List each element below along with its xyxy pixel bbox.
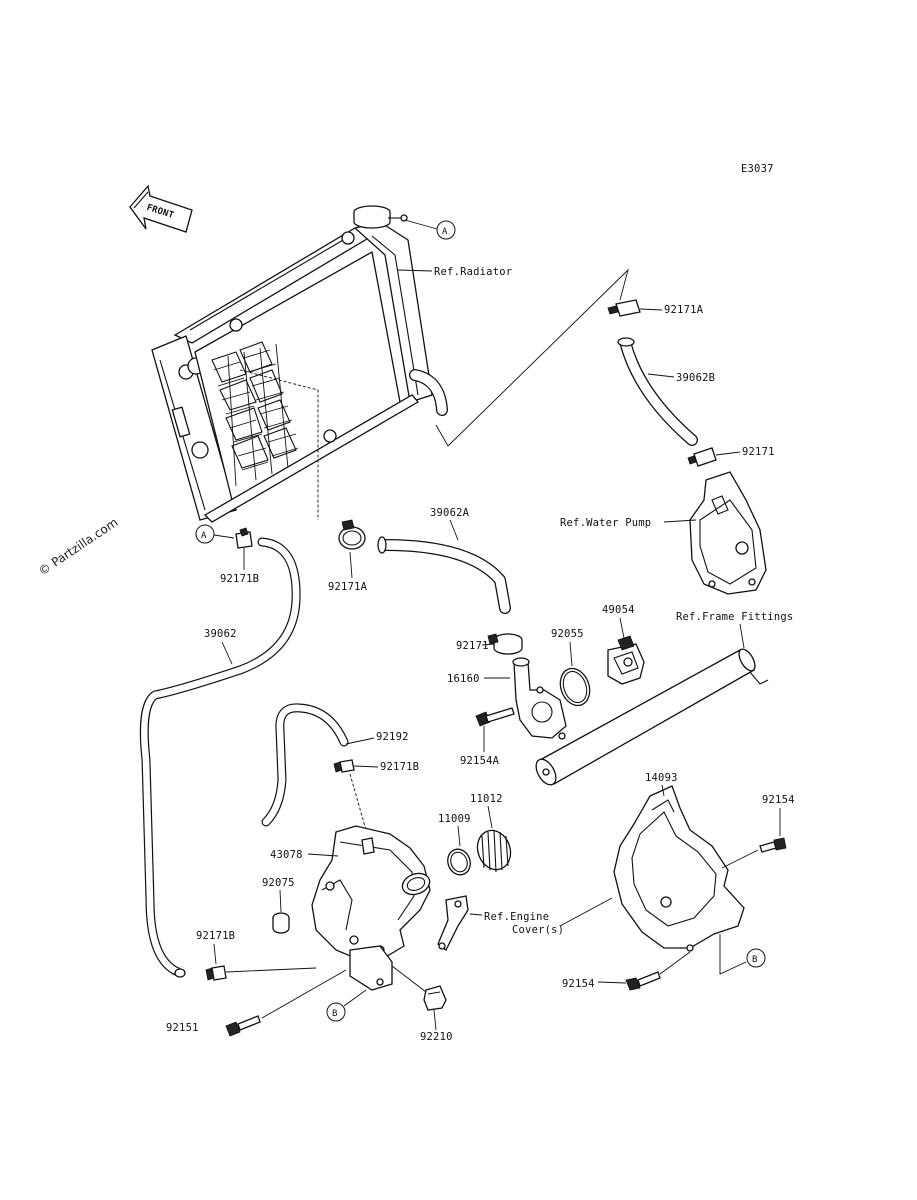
clamp-92171b-mid xyxy=(333,759,355,773)
hose-39062b xyxy=(617,337,698,446)
o-ring-11009 xyxy=(447,848,471,876)
hose-39062 xyxy=(139,537,301,978)
label-92154-bottom: 92154 xyxy=(562,978,595,990)
label-92171-right: 92171 xyxy=(742,446,775,458)
label-92210: 92210 xyxy=(420,1031,453,1043)
label-92171b-low: 92171B xyxy=(196,930,235,942)
label-92154-right: 92154 xyxy=(762,794,795,806)
radiator xyxy=(151,205,448,523)
clamp-92171-mid xyxy=(487,633,523,655)
clamp-92171b-low xyxy=(205,965,227,981)
label-49054: 49054 xyxy=(602,604,635,616)
label-14093: 14093 xyxy=(645,772,678,784)
ref-engine-cover-label-2: Cover(s) xyxy=(512,924,564,936)
marker-b-left-letter: B xyxy=(332,1009,338,1019)
label-92171a-top: 92171A xyxy=(664,304,704,316)
o-ring-92055 xyxy=(559,667,591,707)
label-92192: 92192 xyxy=(376,731,409,743)
label-11012: 11012 xyxy=(470,793,503,805)
reservoir-cap-11012 xyxy=(476,829,512,873)
label-92171b-mid: 92171B xyxy=(380,761,419,773)
label-43078: 43078 xyxy=(270,849,303,861)
engine-cover-bracket xyxy=(437,895,469,951)
label-92171b-left: 92171B xyxy=(220,573,259,585)
label-39062b: 39062B xyxy=(676,372,715,384)
clamp-92171b-left xyxy=(235,527,253,549)
label-16160: 16160 xyxy=(447,673,480,685)
label-39062: 39062 xyxy=(204,628,237,640)
marker-a-left-letter: A xyxy=(201,531,207,541)
water-pump-cover xyxy=(689,471,767,595)
bolt-92154-bottom xyxy=(625,971,661,991)
clamp-92171-right xyxy=(687,447,717,467)
marker-a-left xyxy=(195,524,215,544)
clamp-92171a-mid xyxy=(338,519,366,550)
overflow-hose-92192 xyxy=(261,703,349,827)
hose-39062a xyxy=(377,536,511,614)
bolt-92151 xyxy=(225,1015,261,1037)
water-inlet-16160 xyxy=(512,657,567,740)
bolt-92154a xyxy=(475,707,515,727)
bracket-92210 xyxy=(423,985,447,1011)
marker-b-right xyxy=(746,948,766,968)
ref-frame-fittings-label: Ref.Frame Fittings xyxy=(676,611,793,623)
radiator-core-fins xyxy=(211,341,299,487)
bolt-92154-right xyxy=(759,837,787,853)
frame-fitting-tube xyxy=(535,648,769,786)
diagram-code: E3037 xyxy=(741,163,774,175)
ref-engine-cover-label-1: Ref.Engine xyxy=(484,911,549,923)
front-arrow-icon: FRONT xyxy=(129,184,193,233)
label-92075: 92075 xyxy=(262,877,295,889)
marker-a-top-letter: A xyxy=(442,227,448,237)
reservoir-tank-43078 xyxy=(311,825,431,991)
label-92151: 92151 xyxy=(166,1022,199,1034)
label-92171-mid: 92171 xyxy=(456,640,489,652)
marker-b-left xyxy=(326,1002,346,1022)
marker-b-right-letter: B xyxy=(752,955,758,965)
label-11009: 11009 xyxy=(438,813,471,825)
grommet-92075 xyxy=(272,912,290,934)
marker-a-top xyxy=(436,220,456,240)
label-92055: 92055 xyxy=(551,628,584,640)
thermostat-49054 xyxy=(607,635,645,685)
guard-14093 xyxy=(613,785,745,952)
label-39062a: 39062A xyxy=(430,507,470,519)
label-92154a: 92154A xyxy=(460,755,500,767)
ref-radiator-label: Ref.Radiator xyxy=(434,266,512,278)
label-92171a-mid: 92171A xyxy=(328,581,368,593)
ref-water-pump-label: Ref.Water Pump xyxy=(560,517,651,529)
clamp-92171a-top xyxy=(607,299,641,317)
watermark: © Partzilla.com xyxy=(36,515,121,578)
